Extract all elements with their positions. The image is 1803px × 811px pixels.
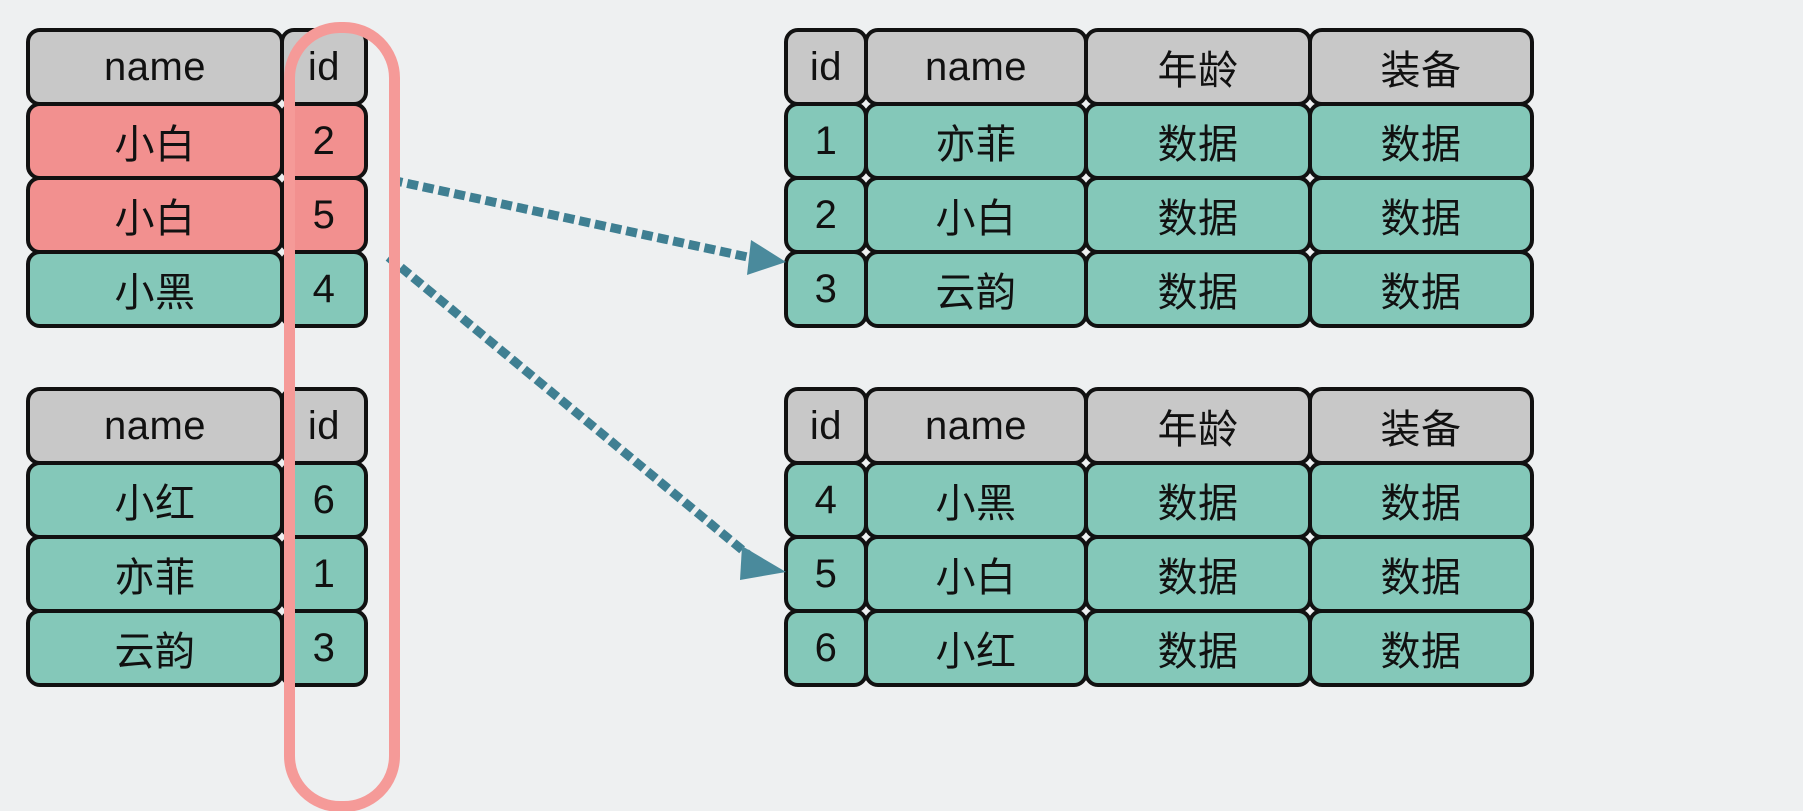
table-left-bottom: name id 小红 6 亦菲 1 云韵 3 (26, 387, 368, 687)
cell-id: 5 (280, 176, 368, 254)
table-right-bottom: id name 年龄 装备 4 小黑 数据 数据 5 小白 数据 数据 6 小红… (784, 387, 1534, 687)
cell-age: 数据 (1084, 461, 1312, 539)
table-row: 小黑 4 (26, 250, 368, 328)
cell-equip: 数据 (1308, 461, 1534, 539)
table-row: 5 小白 数据 数据 (784, 535, 1534, 613)
cell-id: 4 (280, 250, 368, 328)
cell-equip: 数据 (1308, 609, 1534, 687)
cell-equip: 数据 (1308, 102, 1534, 180)
cell-id: 4 (784, 461, 868, 539)
cell-id: 6 (280, 461, 368, 539)
cell-age: 数据 (1084, 250, 1312, 328)
table-row: 3 云韵 数据 数据 (784, 250, 1534, 328)
cell-age: 数据 (1084, 102, 1312, 180)
arrow-id-2 (390, 175, 786, 275)
table-row: 小红 6 (26, 461, 368, 539)
arrow-id-5 (385, 253, 786, 580)
table-header-row: id name 年龄 装备 (784, 387, 1534, 465)
cell-name: 小白 (864, 176, 1088, 254)
cell-equip: 数据 (1308, 535, 1534, 613)
header-cell-age: 年龄 (1084, 387, 1312, 465)
cell-name: 小黑 (864, 461, 1088, 539)
header-cell-name: name (26, 28, 284, 106)
cell-age: 数据 (1084, 176, 1312, 254)
cell-id: 3 (784, 250, 868, 328)
cell-name: 亦菲 (26, 535, 284, 613)
cell-id: 1 (784, 102, 868, 180)
cell-age: 数据 (1084, 609, 1312, 687)
cell-name: 小黑 (26, 250, 284, 328)
cell-age: 数据 (1084, 535, 1312, 613)
cell-id: 5 (784, 535, 868, 613)
header-cell-id: id (280, 387, 368, 465)
header-cell-name: name (864, 387, 1088, 465)
cell-id: 2 (280, 102, 368, 180)
table-row: 小白 5 (26, 176, 368, 254)
table-row: 6 小红 数据 数据 (784, 609, 1534, 687)
table-left-top: name id 小白 2 小白 5 小黑 4 (26, 28, 368, 328)
table-row: 2 小白 数据 数据 (784, 176, 1534, 254)
table-header-row: name id (26, 28, 368, 106)
table-row: 小白 2 (26, 102, 368, 180)
cell-equip: 数据 (1308, 250, 1534, 328)
cell-id: 6 (784, 609, 868, 687)
cell-name: 小红 (864, 609, 1088, 687)
header-cell-id: id (784, 387, 868, 465)
header-cell-name: name (864, 28, 1088, 106)
header-cell-id: id (280, 28, 368, 106)
table-row: 1 亦菲 数据 数据 (784, 102, 1534, 180)
table-right-top: id name 年龄 装备 1 亦菲 数据 数据 2 小白 数据 数据 3 云韵… (784, 28, 1534, 328)
header-cell-name: name (26, 387, 284, 465)
cell-id: 1 (280, 535, 368, 613)
cell-id: 3 (280, 609, 368, 687)
cell-id: 2 (784, 176, 868, 254)
header-cell-equip: 装备 (1308, 387, 1534, 465)
table-row: 4 小黑 数据 数据 (784, 461, 1534, 539)
cell-name: 小白 (864, 535, 1088, 613)
header-cell-equip: 装备 (1308, 28, 1534, 106)
table-header-row: name id (26, 387, 368, 465)
table-row: 亦菲 1 (26, 535, 368, 613)
cell-equip: 数据 (1308, 176, 1534, 254)
cell-name: 亦菲 (864, 102, 1088, 180)
cell-name: 小白 (26, 176, 284, 254)
table-header-row: id name 年龄 装备 (784, 28, 1534, 106)
header-cell-id: id (784, 28, 868, 106)
cell-name: 小红 (26, 461, 284, 539)
cell-name: 云韵 (864, 250, 1088, 328)
cell-name: 小白 (26, 102, 284, 180)
table-row: 云韵 3 (26, 609, 368, 687)
header-cell-age: 年龄 (1084, 28, 1312, 106)
cell-name: 云韵 (26, 609, 284, 687)
